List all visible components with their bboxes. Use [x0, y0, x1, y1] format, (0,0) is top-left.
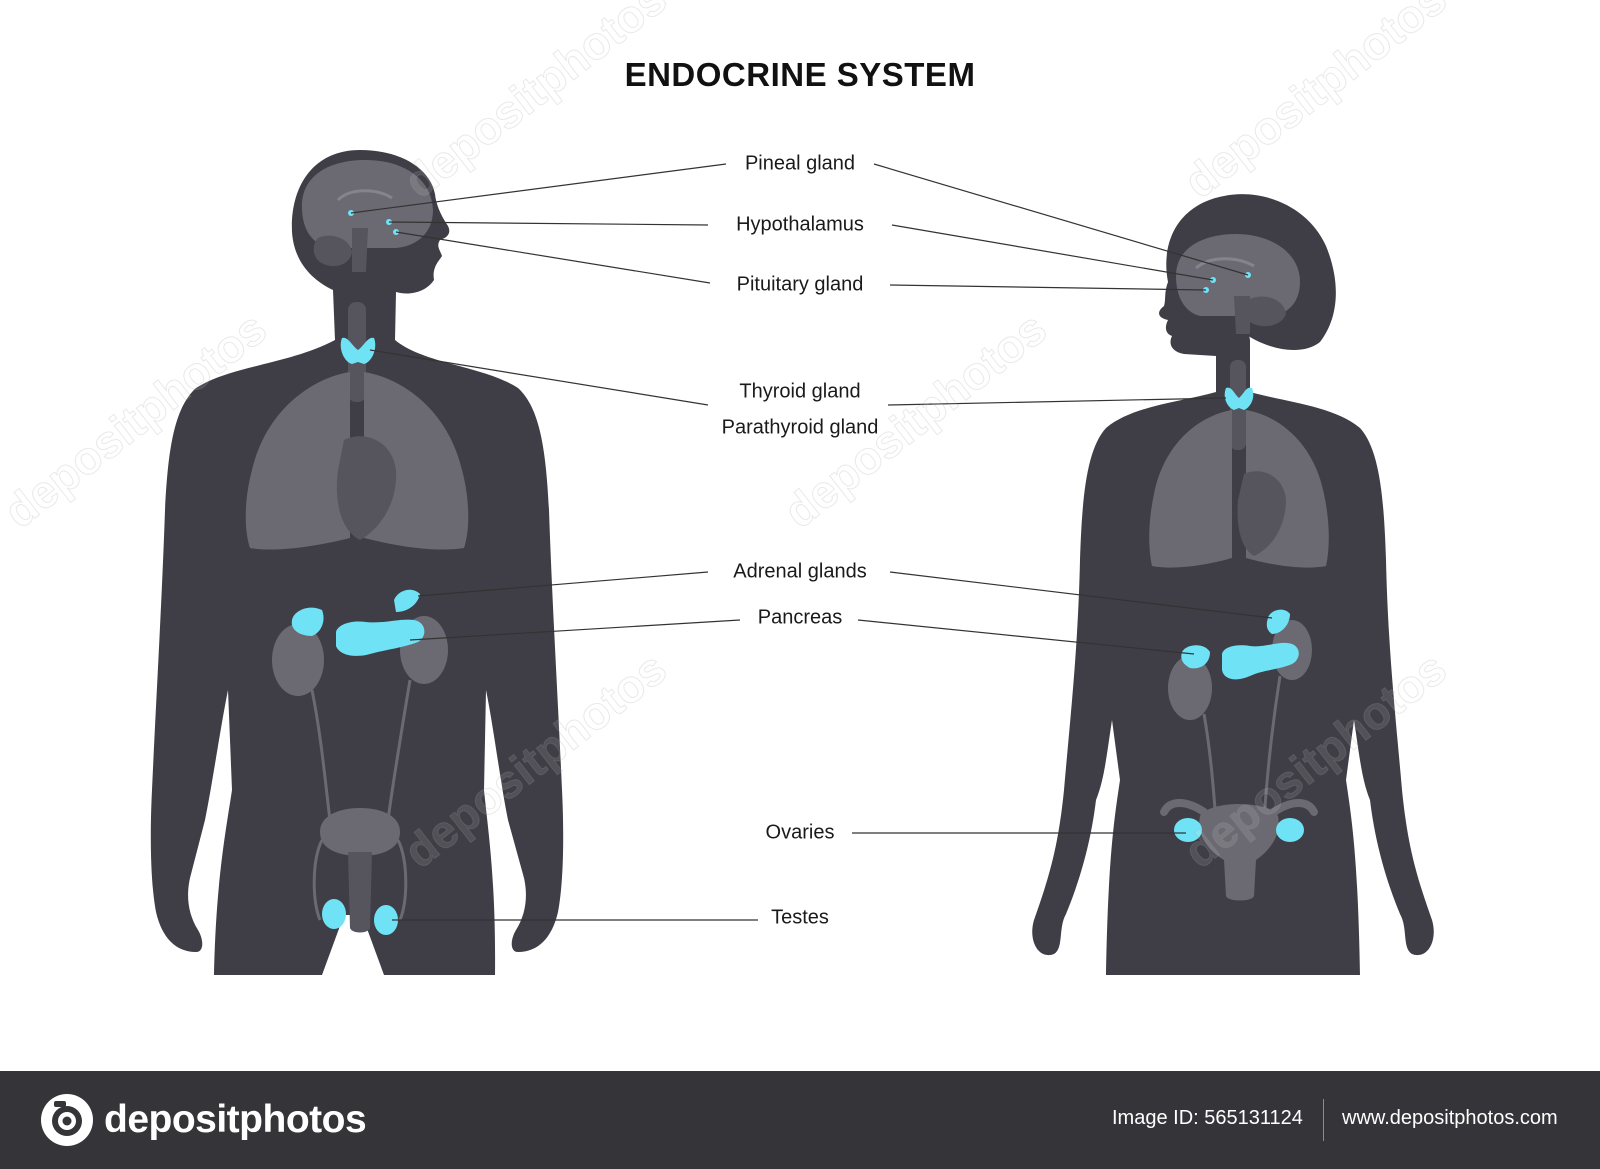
male-brainstem: [352, 228, 368, 272]
label-adrenal-glands: Adrenal glands: [733, 560, 867, 583]
male-bladder: [320, 808, 400, 856]
label-ovaries: Ovaries: [765, 821, 835, 844]
female-figure: [1032, 194, 1434, 976]
female-brainstem: [1234, 296, 1250, 334]
footer-bar: depositphotos Image ID: 565131124 www.de…: [0, 1071, 1600, 1169]
male-silhouette: [150, 150, 564, 975]
female-silhouette: [1032, 249, 1434, 976]
watermark-text: depositphotos: [1174, 0, 1456, 208]
male-brain: [301, 160, 433, 248]
female-uterus: [1199, 804, 1279, 901]
line-pituitary-male: [395, 231, 711, 284]
brand-name: depositphotos: [104, 1098, 367, 1141]
male-heart: [336, 436, 397, 540]
line-thyroid-male: [369, 349, 709, 406]
female-left-kidney: [1168, 656, 1212, 720]
label-testes: Testes: [771, 906, 829, 929]
watermark-text: depositphotos: [394, 0, 676, 208]
line-adrenal-female: [889, 571, 1273, 619]
label-thyroid-gland: Thyroid gland: [739, 380, 861, 403]
male-left-kidney: [272, 624, 324, 696]
footer-divider: [1323, 1099, 1324, 1141]
line-hypothalamus-male: [388, 221, 709, 226]
female-left-lung: [1149, 410, 1232, 568]
diagram-title: ENDOCRINE SYSTEM: [624, 56, 976, 93]
male-thyroid-gland: [340, 337, 376, 364]
male-pancreas: [336, 619, 425, 656]
male-left-adrenal-gland: [291, 607, 324, 636]
female-brain: [1176, 234, 1300, 316]
line-hypothalamus-female: [891, 224, 1214, 281]
male-left-lung: [245, 372, 350, 550]
site-url-link[interactable]: www.depositphotos.com: [1342, 1107, 1558, 1129]
female-adrenal-gland: [1266, 609, 1290, 634]
image-id: Image ID: 565131124: [1112, 1107, 1303, 1129]
male-right-testis: [374, 905, 398, 935]
line-pancreas-female: [857, 619, 1195, 655]
male-left-testis: [322, 899, 346, 929]
male-cerebellum: [313, 235, 352, 267]
male-figure: [150, 150, 564, 975]
label-hypothalamus: Hypothalamus: [736, 213, 864, 236]
female-left-adrenal-gland: [1181, 645, 1210, 669]
camera-logo-icon: [41, 1094, 93, 1146]
male-penis: [348, 852, 372, 933]
label-pancreas: Pancreas: [757, 606, 843, 629]
line-pineal-female: [873, 163, 1249, 276]
line-thyroid-female: [887, 397, 1227, 406]
depositphotos-logo[interactable]: depositphotos: [40, 1093, 367, 1147]
line-pituitary-female: [889, 284, 1207, 291]
female-thyroid-gland: [1224, 387, 1254, 410]
line-pineal-male: [350, 163, 727, 214]
label-parathyroid-gland: Parathyroid gland: [721, 416, 879, 439]
female-cerebellum: [1248, 296, 1286, 327]
anatomy-illustration: depositphotos depositphotos depositphoto…: [0, 0, 1456, 976]
line-adrenal-male: [417, 571, 709, 597]
label-pituitary-gland: Pituitary gland: [736, 273, 864, 296]
line-pancreas-male: [409, 619, 741, 641]
female-left-ovary: [1174, 818, 1202, 842]
female-right-ovary: [1276, 818, 1304, 842]
female-heart: [1237, 471, 1286, 556]
male-right-adrenal-gland: [394, 589, 420, 612]
label-pineal-gland: Pineal gland: [744, 152, 856, 175]
leader-lines: [350, 163, 1273, 921]
female-pancreas: [1222, 642, 1299, 680]
